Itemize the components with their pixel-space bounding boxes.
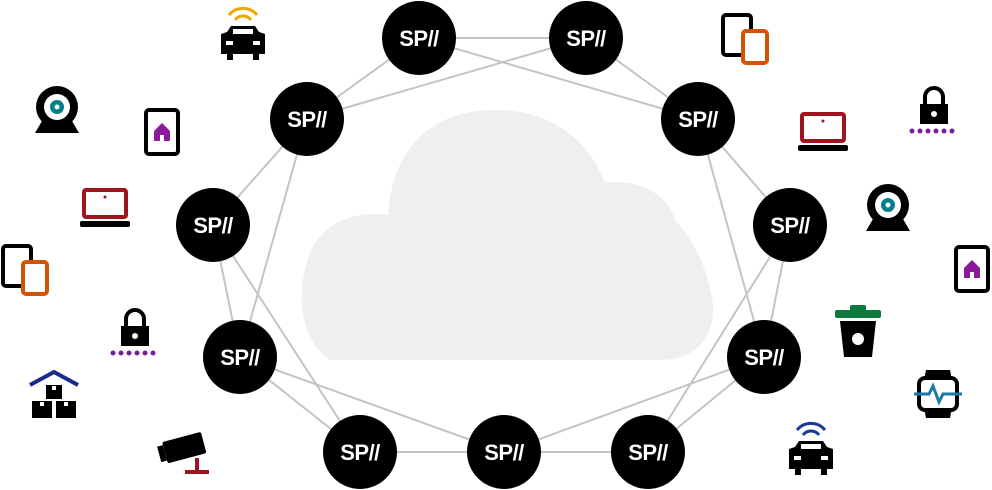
connected-car-icon [221, 6, 265, 60]
tablet-phone-icon [721, 13, 769, 65]
connection-line [212, 224, 361, 453]
sp-node: SP// [727, 320, 801, 394]
webcam-icon [866, 184, 910, 231]
sp-node: SP// [382, 1, 456, 75]
connected-car-icon [789, 421, 833, 475]
smart-warehouse-icon [29, 369, 79, 418]
svg-text:SP//: SP// [193, 213, 233, 238]
laptop-icon [798, 112, 848, 151]
connection-line [239, 356, 505, 453]
connection-line [647, 224, 791, 453]
svg-text:SP//: SP// [399, 26, 439, 51]
svg-text:SP//: SP// [484, 440, 524, 465]
sp-node: SP// [176, 188, 250, 262]
smart-home-tablet-icon [144, 108, 180, 156]
sp-node: SP// [270, 82, 344, 156]
svg-text:SP//: SP// [340, 440, 380, 465]
svg-text:SP//: SP// [628, 440, 668, 465]
connection-line [503, 356, 765, 453]
laptop-icon [80, 188, 130, 227]
connection-line [418, 37, 699, 120]
sp-node: SP// [661, 82, 735, 156]
smart-lock-icon [909, 86, 955, 134]
sp-node: SP// [549, 1, 623, 75]
smartwatch-icon [914, 370, 962, 418]
connection-line [697, 118, 765, 358]
sp-node: SP// [203, 320, 277, 394]
cloud-shape [301, 109, 714, 360]
tablet-phone-icon [1, 244, 49, 296]
svg-text:SP//: SP// [744, 345, 784, 370]
sp-node: SP// [753, 188, 827, 262]
smart-lock-icon [110, 308, 156, 356]
svg-text:SP//: SP// [566, 26, 606, 51]
smart-home-tablet-icon [954, 245, 990, 293]
security-camera-icon [157, 432, 209, 474]
smart-trash-bin-icon [835, 305, 881, 357]
node-layer: SP// SP// SP// SP// SP// SP// SP// SP// … [176, 1, 827, 489]
sp-node: SP// [611, 415, 685, 489]
svg-text:SP//: SP// [770, 213, 810, 238]
sp-node: SP// [467, 415, 541, 489]
webcam-icon [35, 86, 79, 133]
svg-text:SP//: SP// [678, 107, 718, 132]
connection-line [239, 118, 308, 358]
svg-text:SP//: SP// [287, 107, 327, 132]
connection-line [306, 37, 587, 120]
svg-text:SP//: SP// [220, 345, 260, 370]
sp-node: SP// [323, 415, 397, 489]
